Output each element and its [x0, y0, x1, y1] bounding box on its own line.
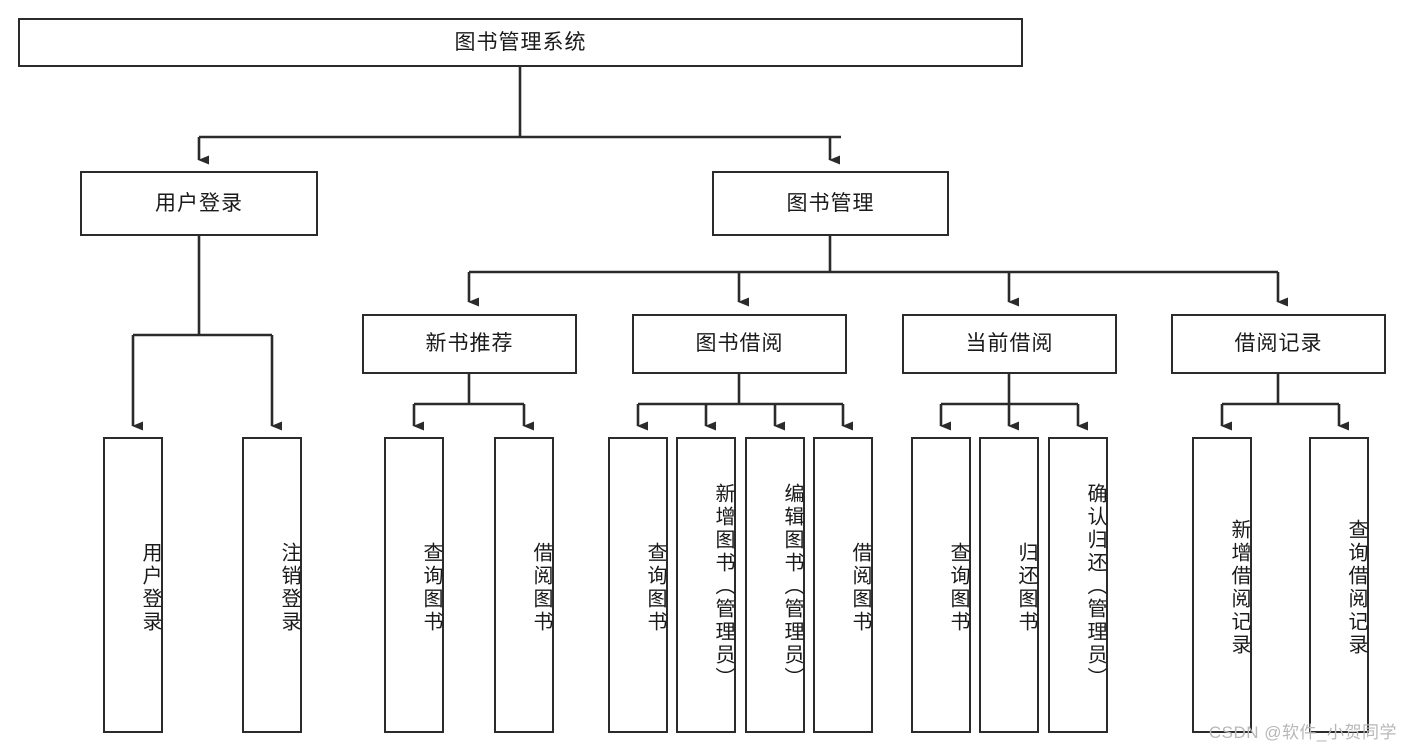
node-leaf-add-record[interactable]: 新增借阅记录 — [1192, 437, 1252, 733]
node-label: 当前借阅 — [965, 332, 1054, 356]
node-label: 图书借阅 — [695, 332, 784, 356]
node-label: 查询图书 — [644, 542, 666, 634]
node-label: 新增图书（管理员） — [712, 482, 734, 690]
node-label: 借阅记录 — [1234, 332, 1323, 356]
node-current-borrow[interactable]: 当前借阅 — [902, 314, 1117, 374]
watermark-text: CSDN @软件_小贺同学 — [1208, 723, 1397, 742]
node-leaf-query-book-1[interactable]: 查询图书 — [384, 437, 444, 733]
node-label: 用户登录 — [139, 542, 161, 634]
node-label: 新增借阅记录 — [1228, 519, 1250, 657]
node-leaf-borrow-book-2[interactable]: 借阅图书 — [813, 437, 873, 733]
node-label: 借阅图书 — [530, 542, 552, 634]
node-root-book-management-system[interactable]: 图书管理系统 — [18, 18, 1023, 67]
node-user-login[interactable]: 用户登录 — [80, 171, 318, 236]
node-label: 用户登录 — [155, 191, 243, 215]
node-new-book-recommend[interactable]: 新书推荐 — [362, 314, 577, 374]
node-book-manage[interactable]: 图书管理 — [712, 171, 949, 236]
node-leaf-add-book[interactable]: 新增图书（管理员） — [676, 437, 736, 733]
node-label: 借阅图书 — [849, 542, 871, 634]
node-borrow-record[interactable]: 借阅记录 — [1171, 314, 1386, 374]
node-leaf-query-record[interactable]: 查询借阅记录 — [1309, 437, 1369, 733]
node-leaf-borrow-book-1[interactable]: 借阅图书 — [494, 437, 554, 733]
node-label: 查询图书 — [947, 542, 969, 634]
node-leaf-confirm-return[interactable]: 确认归还（管理员） — [1048, 437, 1108, 733]
node-label: 编辑图书（管理员） — [781, 482, 803, 690]
node-label: 注销登录 — [278, 542, 300, 634]
node-leaf-query-book-2[interactable]: 查询图书 — [608, 437, 668, 733]
node-leaf-logout[interactable]: 注销登录 — [242, 437, 302, 733]
node-leaf-user-login[interactable]: 用户登录 — [103, 437, 163, 733]
node-label: 图书管理 — [786, 191, 875, 215]
node-label: 查询图书 — [420, 542, 442, 634]
node-book-borrow[interactable]: 图书借阅 — [632, 314, 847, 374]
node-label: 归还图书 — [1015, 542, 1037, 634]
node-leaf-return-book[interactable]: 归还图书 — [979, 437, 1039, 733]
node-label: 查询借阅记录 — [1345, 519, 1367, 657]
node-label: 图书管理系统 — [454, 30, 587, 54]
node-leaf-query-book-3[interactable]: 查询图书 — [911, 437, 971, 733]
node-label: 新书推荐 — [425, 332, 514, 356]
node-leaf-edit-book[interactable]: 编辑图书（管理员） — [745, 437, 805, 733]
node-label: 确认归还（管理员） — [1084, 482, 1106, 690]
